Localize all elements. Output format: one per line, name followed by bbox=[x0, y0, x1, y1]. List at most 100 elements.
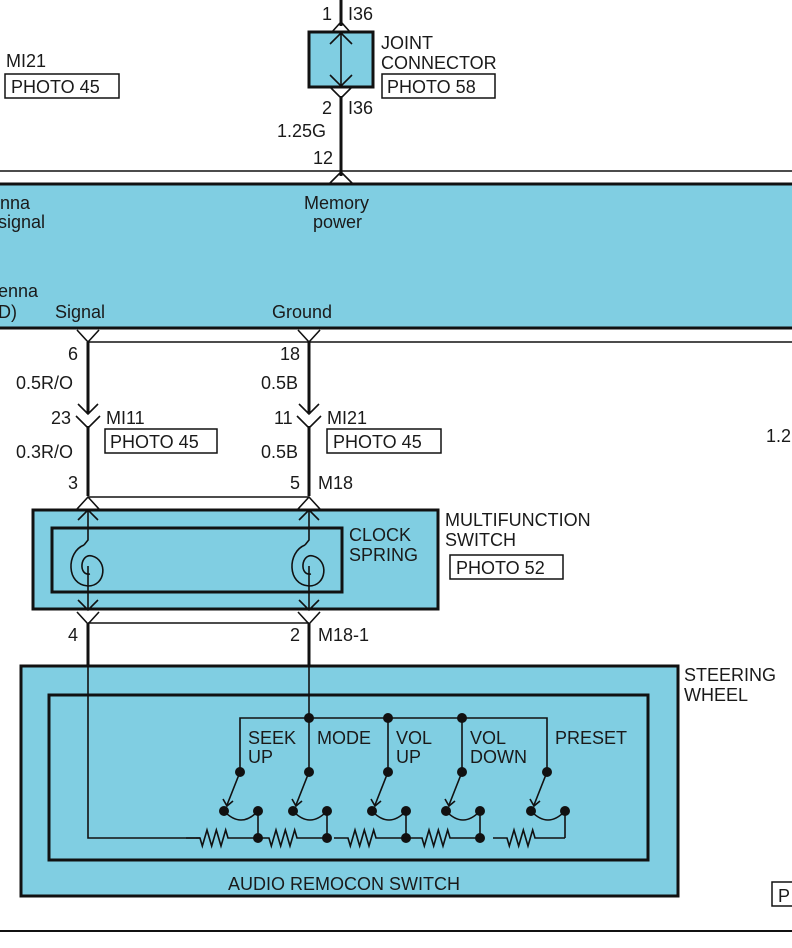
switch-label: PRESET bbox=[555, 728, 627, 748]
switch-label-2: DOWN bbox=[470, 747, 527, 767]
ground-pin-top: 18 bbox=[280, 344, 300, 364]
left-photo-box[interactable] bbox=[4, 73, 120, 99]
resistor-icon bbox=[334, 827, 406, 849]
audio-antenna2-1: enna bbox=[0, 281, 39, 301]
switch-bridge bbox=[371, 810, 407, 821]
signal-arrow-icon bbox=[77, 403, 99, 416]
signal-pin-marker bbox=[76, 329, 100, 344]
switch-label: MODE bbox=[317, 728, 371, 748]
resistor-icon bbox=[408, 827, 480, 849]
switch-bridge bbox=[292, 810, 328, 821]
audio-remocon-box bbox=[47, 693, 650, 862]
bottom-right-partial: P bbox=[778, 886, 790, 906]
jc-photo-box[interactable] bbox=[381, 73, 496, 99]
arrow-down-icon bbox=[329, 74, 353, 88]
mfs-pin-5-marker bbox=[297, 495, 321, 510]
mfs-pin-left-out: 4 bbox=[68, 625, 78, 645]
jc-photo[interactable]: PHOTO 58 bbox=[387, 77, 476, 97]
jc-pin-bottom: 2 bbox=[322, 98, 332, 118]
mfs-pin-right-conn: M18-1 bbox=[318, 625, 369, 645]
switch-arrow-icon bbox=[370, 798, 382, 808]
switch-arrow-icon bbox=[444, 798, 456, 808]
ground-pin-bottom: 5 bbox=[290, 473, 300, 493]
resistor-icon bbox=[255, 827, 327, 849]
switch-label-2: UP bbox=[248, 747, 273, 767]
signal-connector: MI11 bbox=[106, 408, 145, 428]
jc-pin-bottom-conn: I36 bbox=[348, 98, 373, 118]
switch-arm bbox=[448, 771, 463, 806]
ground-pin-marker bbox=[297, 329, 321, 344]
steering-title-2: WHEEL bbox=[684, 685, 748, 705]
audio-signal-label: Signal bbox=[55, 302, 105, 322]
left-connector-id: MI21 bbox=[6, 51, 46, 71]
memory-pin-marker bbox=[328, 170, 354, 185]
remocon-signal-line bbox=[87, 666, 196, 839]
clock-spring-coil-right-icon bbox=[291, 508, 325, 612]
memory-wire-pin: 12 bbox=[313, 148, 333, 168]
mfs-photo[interactable]: PHOTO 52 bbox=[456, 558, 545, 578]
memory-wire-gauge: 1.25G bbox=[277, 121, 326, 141]
mfs-pin-right-out: 2 bbox=[290, 625, 300, 645]
steering-title-1: STEERING bbox=[684, 665, 776, 685]
switch-label: VOL bbox=[470, 728, 506, 748]
signal-photo[interactable]: PHOTO 45 bbox=[110, 432, 199, 452]
switch-arrow-icon bbox=[529, 798, 541, 808]
audio-antenna-signal-1: nna bbox=[0, 193, 31, 213]
audio-antenna2-2: D) bbox=[0, 302, 17, 322]
clock-spring-coil-left-icon bbox=[70, 508, 104, 612]
audio-ground-label: Ground bbox=[272, 302, 332, 322]
jc-pin-top: 1 bbox=[322, 4, 332, 24]
jc-pin-top-conn: I36 bbox=[348, 4, 373, 24]
audio-antenna-signal-2: signal bbox=[0, 212, 45, 232]
signal-pin-top: 6 bbox=[68, 344, 78, 364]
switch-label: SEEK bbox=[248, 728, 296, 748]
right-partial-label: 1.2 bbox=[766, 426, 791, 446]
ground-arrow-icon bbox=[298, 403, 320, 416]
audio-unit-box bbox=[0, 182, 792, 330]
mfs-title-1: MULTIFUNCTION bbox=[445, 510, 591, 530]
switch-bridge bbox=[530, 810, 566, 821]
arrow-up-icon bbox=[329, 31, 353, 45]
mfs-pin-3-marker bbox=[76, 495, 100, 510]
steering-wheel-box bbox=[19, 664, 680, 898]
switch-arrow-icon bbox=[291, 798, 303, 808]
switch-arrow-icon bbox=[222, 798, 234, 808]
ground-gauge-top: 0.5B bbox=[261, 373, 298, 393]
bottom-right-photo-box[interactable] bbox=[771, 881, 792, 907]
resistor-icon bbox=[186, 827, 258, 849]
clock-spring-2: SPRING bbox=[349, 545, 418, 565]
signal-photo-box[interactable] bbox=[104, 428, 218, 454]
ground-pin-bottom-conn: M18 bbox=[318, 473, 353, 493]
switch-arm bbox=[295, 771, 310, 806]
audio-memory-2: power bbox=[313, 212, 362, 232]
switch-arm bbox=[374, 771, 389, 806]
jc-title-1: JOINT bbox=[381, 33, 433, 53]
signal-connector-pin: 23 bbox=[51, 408, 71, 428]
switch-bridge bbox=[223, 810, 259, 821]
junction-dot bbox=[304, 713, 314, 723]
mfs-title-2: SWITCH bbox=[445, 530, 516, 550]
mfs-photo-box[interactable] bbox=[449, 554, 564, 580]
jc-title-2: CONNECTOR bbox=[381, 53, 497, 73]
signal-pin-bottom: 3 bbox=[68, 473, 78, 493]
ground-gauge-bottom: 0.5B bbox=[261, 442, 298, 462]
left-photo[interactable]: PHOTO 45 bbox=[11, 77, 100, 97]
pin-top-marker bbox=[330, 20, 352, 34]
ground-connector: MI21 bbox=[327, 408, 367, 428]
ground-photo-box[interactable] bbox=[326, 428, 442, 454]
ground-connector-pin: 11 bbox=[274, 408, 293, 428]
ground-photo[interactable]: PHOTO 45 bbox=[333, 432, 422, 452]
signal-gauge-bottom: 0.3R/O bbox=[16, 442, 73, 462]
clock-spring-1: CLOCK bbox=[349, 525, 411, 545]
clock-spring-box bbox=[50, 526, 344, 594]
switch-label: VOL bbox=[396, 728, 432, 748]
junction-dot bbox=[383, 713, 393, 723]
switch-arm bbox=[226, 771, 241, 806]
junction-dot bbox=[457, 713, 467, 723]
audio-remocon-label: AUDIO REMOCON SWITCH bbox=[228, 874, 460, 894]
switch-arm bbox=[533, 771, 548, 806]
signal-gauge-top: 0.5R/O bbox=[16, 373, 73, 393]
resistor-icon bbox=[493, 827, 565, 849]
audio-memory-1: Memory bbox=[304, 193, 369, 213]
